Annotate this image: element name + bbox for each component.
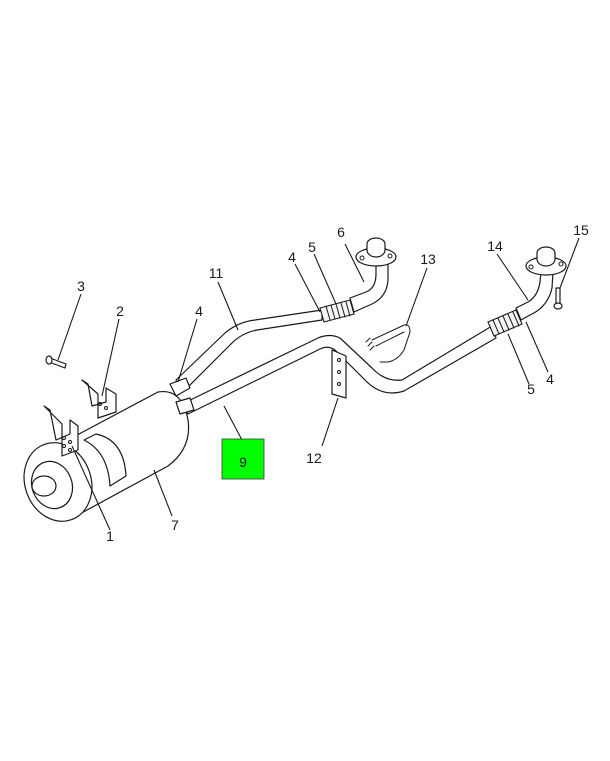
bolt-left [45, 355, 67, 369]
upper-exhaust-pipe [175, 309, 323, 393]
callout-12: 12 [306, 450, 322, 466]
left-elbow-with-flange [349, 237, 397, 313]
muffler [23, 377, 195, 522]
callout-4-middle: 4 [288, 249, 296, 265]
u-bolt-clamp [365, 324, 411, 363]
right-flex-bellows [487, 309, 523, 337]
callout-5-left: 5 [308, 239, 316, 255]
callout-2: 2 [116, 303, 124, 319]
muffler-mount-bracket-rear [81, 379, 117, 419]
callout-3: 3 [77, 278, 85, 294]
callout-7: 7 [171, 517, 179, 533]
callout-15: 15 [573, 222, 589, 238]
callout-13: 13 [420, 251, 436, 267]
left-flex-bellows [319, 299, 355, 323]
highlight-label: 9 [239, 454, 247, 470]
callout-4-left: 4 [195, 303, 203, 319]
callout-11: 11 [209, 265, 224, 281]
leader-lines [57, 237, 580, 531]
hanger-strap [331, 349, 347, 399]
highlight-box[interactable] [221, 438, 265, 480]
callout-numbers: 1 2 3 4 4 4 5 5 6 7 11 12 13 14 15 [77, 222, 589, 544]
callout-6: 6 [337, 224, 345, 240]
lower-exhaust-pipe [181, 325, 497, 415]
muffler-mount-bracket-front [43, 405, 79, 457]
callout-4-right: 4 [546, 371, 554, 387]
callout-5-right: 5 [527, 381, 535, 397]
highlighted-part-callout[interactable]: 9 [221, 438, 265, 480]
callout-14: 14 [487, 238, 503, 254]
bolt-right [553, 287, 563, 310]
right-elbow-with-flange [515, 246, 567, 321]
callout-1: 1 [106, 528, 114, 544]
